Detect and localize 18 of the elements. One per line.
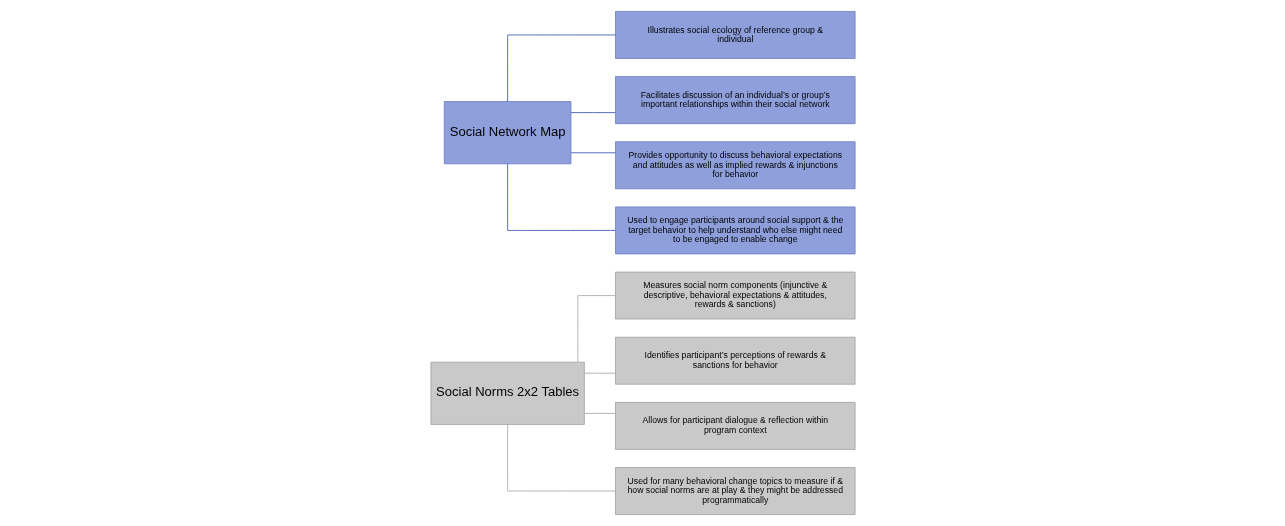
node-box: Facilitates discussion of an individual’s or group’s important relationships within their social network: [614, 76, 855, 124]
connector: [506, 163, 616, 231]
node-box: Social Norms 2x2 Tables: [430, 361, 585, 425]
connector: [576, 295, 616, 363]
node-box: Used for many behavioral change topics to measure if & how social norms are at play & they might be addressed programmatically: [614, 467, 855, 515]
connector: [570, 112, 616, 114]
node-box: Measures social norm components (injunctive & descriptive, behavioral expectations & attitudes, rewards & sanctions): [614, 271, 855, 320]
connector: [583, 412, 616, 414]
node-box: Used to engage participants around social support & the target behavior to help understand who else might need to be engaged to enable change: [614, 206, 855, 255]
connector: [570, 152, 616, 154]
node-box: Provides opportunity to discuss behavioral expectations and attitudes as well as implied rewards & injunctions for behavior: [614, 141, 855, 190]
node-box: Illustrates social ecology of reference group & individual: [614, 11, 855, 59]
connector: [583, 372, 616, 374]
connector: [506, 34, 616, 102]
connector: [506, 424, 616, 492]
node-box: Allows for participant dialogue & reflection within program context: [614, 402, 855, 450]
node-box: Identifies participant’s perceptions of rewards & sanctions for behavior: [614, 336, 855, 385]
node-box: Social Network Map: [443, 101, 571, 165]
